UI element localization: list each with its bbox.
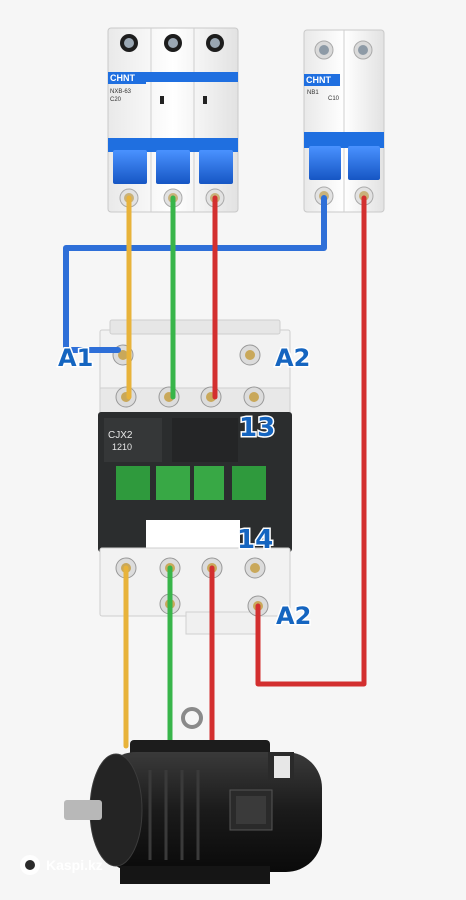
breaker-2p-model: NB1 [307, 90, 319, 96]
wire-control-red [255, 195, 367, 687]
breaker-3p-brand: CHNT [110, 73, 135, 83]
contactor-indicator-windows [116, 466, 266, 500]
label-no-14: 14 [237, 525, 273, 555]
wire-control-blue [63, 195, 327, 353]
breaker-2p-toggle[interactable] [304, 132, 384, 180]
breaker-2p-top-screws [314, 40, 373, 60]
contactor-model: CJX2 [108, 430, 133, 441]
three-pole-breaker: CHNT NXB-63 C20 [107, 27, 239, 213]
label-a2-bottom: A2 [276, 602, 311, 630]
watermark-text: Kaspi.kz [46, 857, 103, 873]
breaker-3p-model: NXB-63 [110, 89, 132, 95]
label-a1: A1 [58, 344, 93, 372]
breaker-top-screws [120, 34, 224, 52]
label-a2-top: A2 [275, 344, 310, 372]
breaker-3p-rating: C20 [110, 97, 122, 103]
two-pole-breaker: CHNT NB1 C10 [303, 29, 385, 213]
watermark: Kaspi.kz [20, 855, 103, 875]
breaker-2p-rating: C10 [328, 96, 340, 102]
contactor-code: 1210 [112, 442, 132, 452]
breaker-2p-brand: CHNT [306, 75, 331, 85]
breaker-3p-toggle[interactable] [108, 138, 238, 184]
breaker-2p-brand-badge [304, 74, 340, 86]
wires [63, 195, 367, 749]
electric-motor [64, 707, 322, 884]
label-no-13: 13 [239, 413, 275, 443]
breaker-3p-brand-badge [108, 72, 146, 84]
